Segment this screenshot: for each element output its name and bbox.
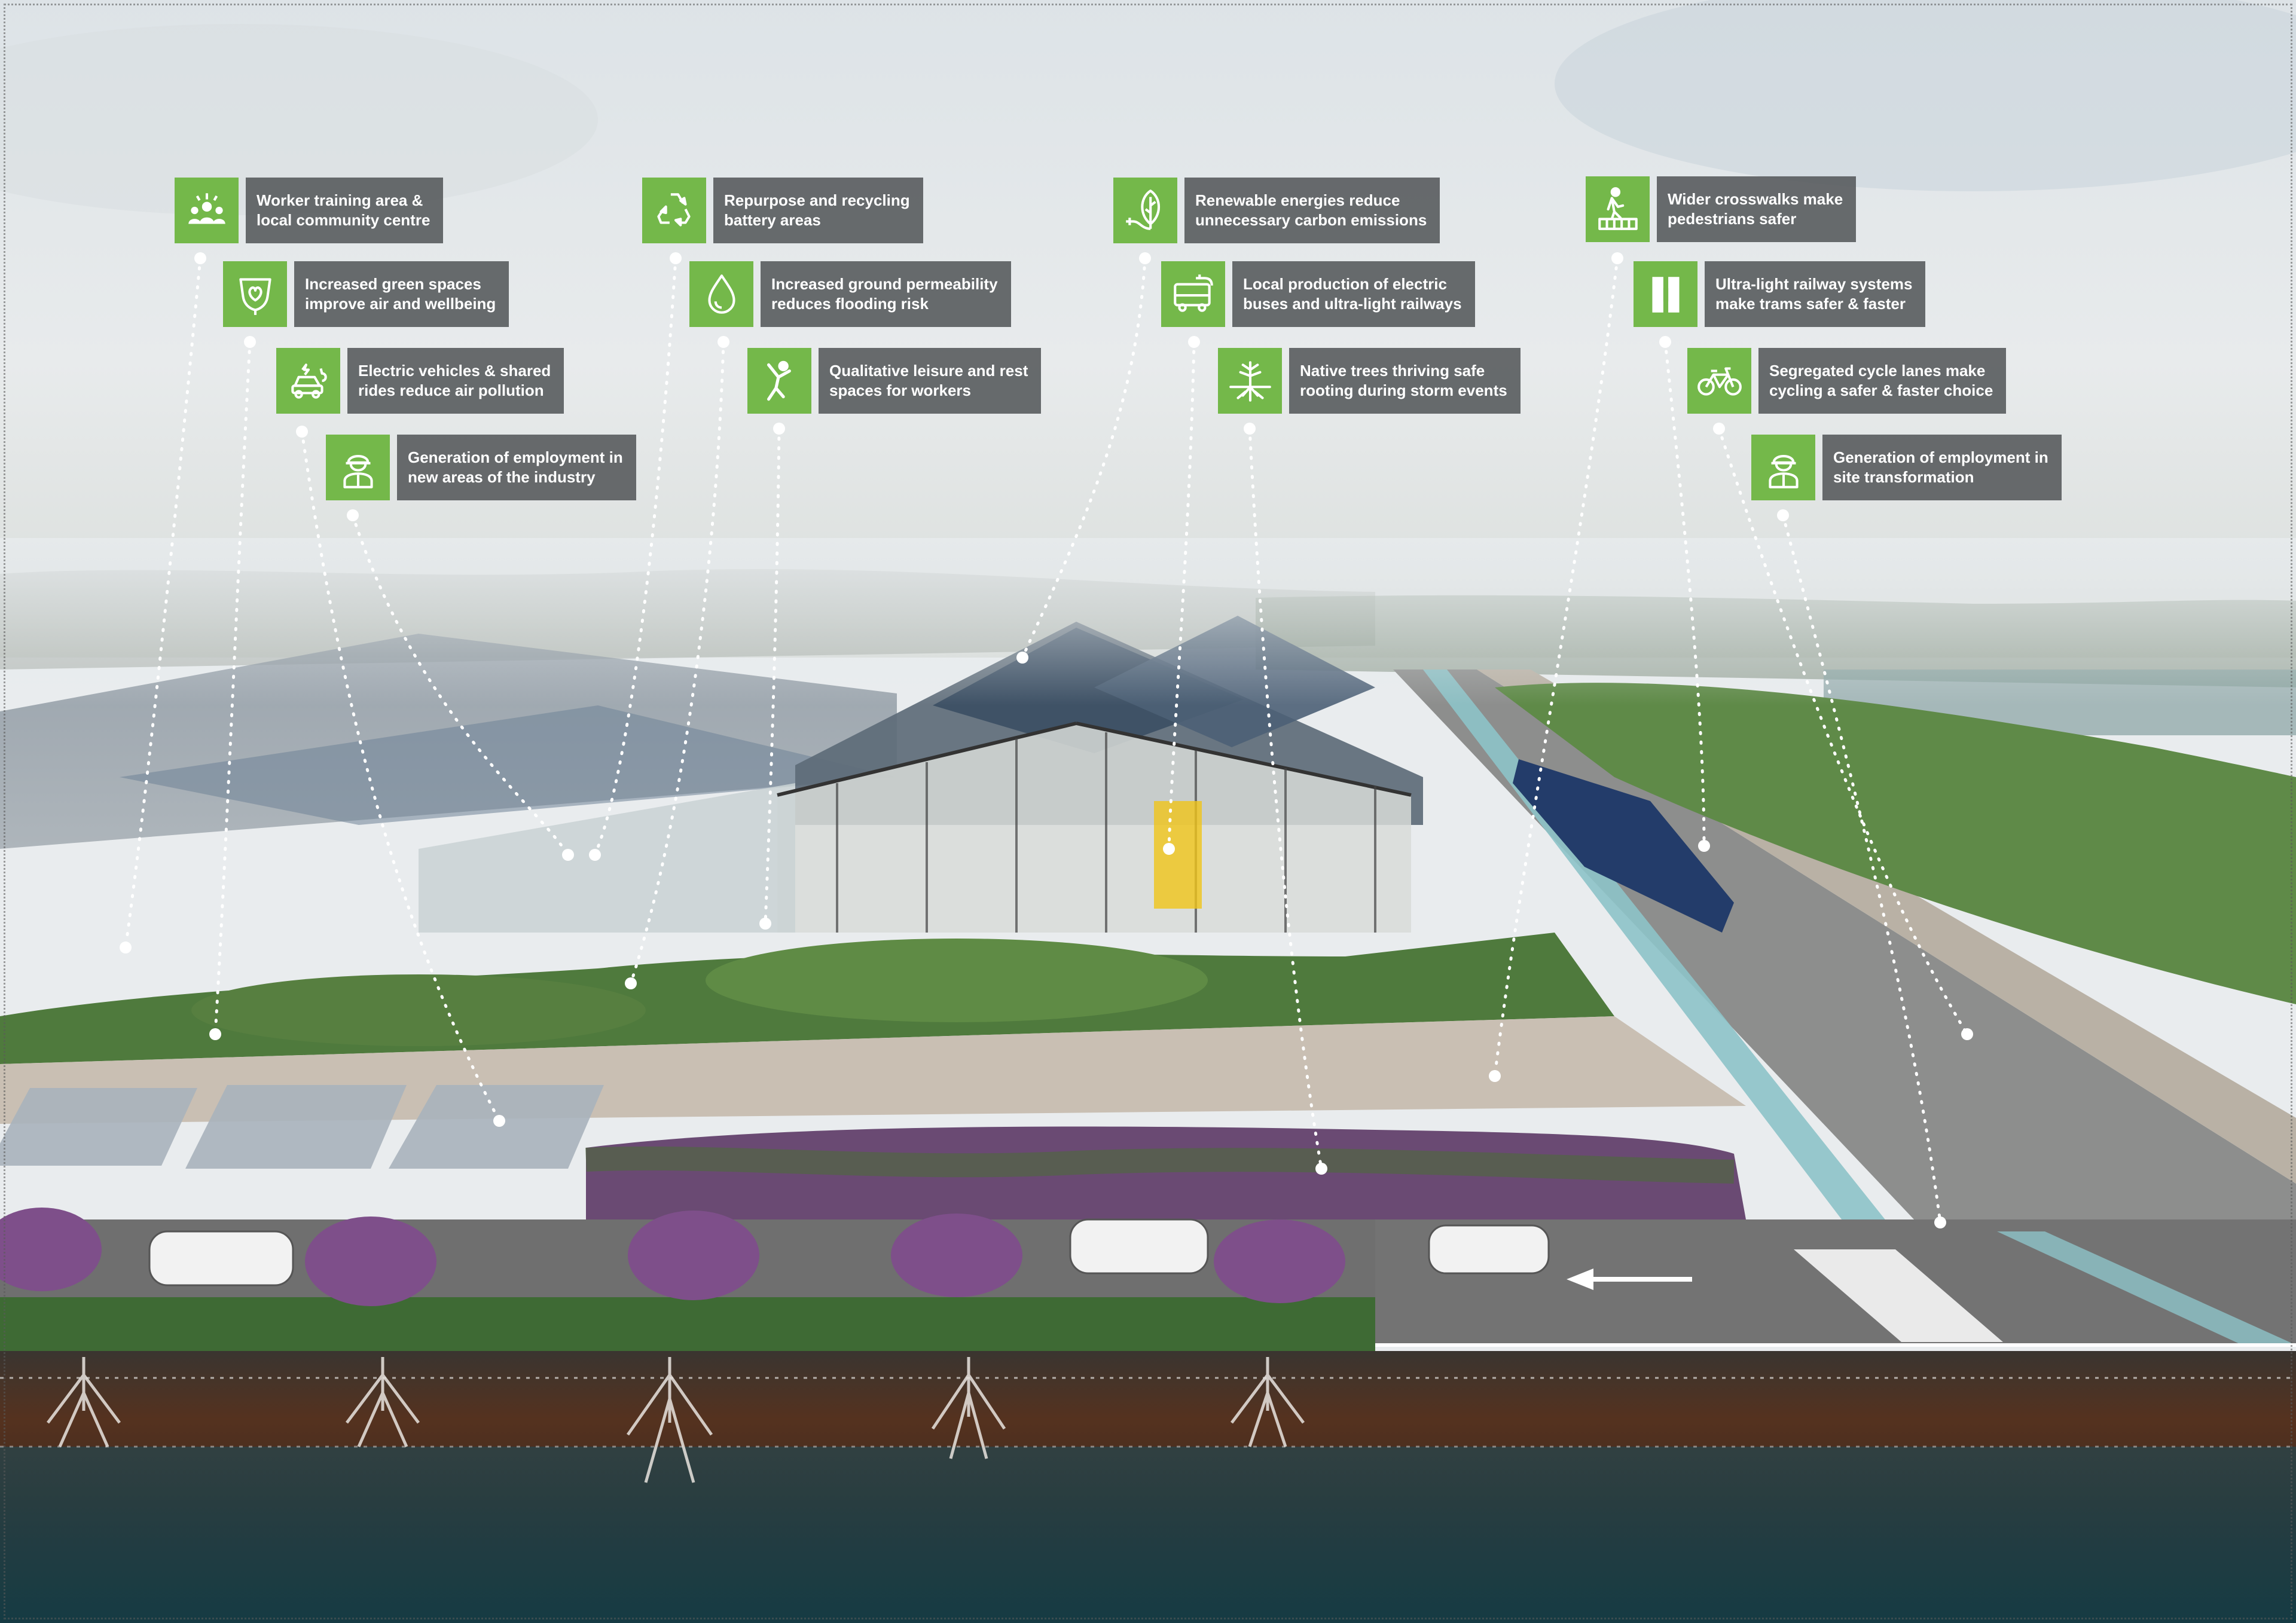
callout-label: Increased green spaces improve air and w… [294,261,509,327]
worker-icon [326,435,390,500]
callout-label: Segregated cycle lanes make cycling a sa… [1758,348,2007,414]
callout-cycle-lanes: Segregated cycle lanes make cycling a sa… [1687,348,2007,414]
leaf-plug-icon [1113,178,1177,243]
recycle-icon [642,178,706,243]
callout-label: Ultra-light railway systems make trams s… [1705,261,1926,327]
callout-ground-permeability: Increased ground permeability reduces fl… [689,261,1011,327]
worker-icon [1751,435,1815,500]
tree-roots-icon [1218,348,1282,414]
callout-label: Electric vehicles & shared rides reduce … [347,348,564,414]
callout-renewable-energy: Renewable energies reduce unnecessary ca… [1113,178,1440,243]
callout-label: Wider crosswalks make pedestrians safer [1657,176,1857,242]
community-icon [175,178,239,243]
callout-label: Generation of employment in site transfo… [1822,435,2062,500]
callout-recycling-battery: Repurpose and recycling battery areas [642,178,923,243]
electric-car-icon [276,348,340,414]
callout-label: Repurpose and recycling battery areas [713,178,923,243]
bicycle-icon [1687,348,1751,414]
callout-employment-site: Generation of employment in site transfo… [1751,435,2062,500]
leaf-heart-icon [223,261,287,327]
callout-light-railway: Ultra-light railway systems make trams s… [1634,261,1926,327]
callout-green-spaces: Increased green spaces improve air and w… [223,261,509,327]
callout-electric-vehicles: Electric vehicles & shared rides reduce … [276,348,564,414]
callout-employment-industry: Generation of employment in new areas of… [326,435,636,500]
electric-bus-icon [1161,261,1225,327]
callout-leisure-spaces: Qualitative leisure and rest spaces for … [747,348,1042,414]
callout-label: Generation of employment in new areas of… [397,435,636,500]
water-drop-icon [689,261,753,327]
callout-worker-training: Worker training area & local community c… [175,178,444,243]
tram-icon [1634,261,1697,327]
callout-label: Renewable energies reduce unnecessary ca… [1184,178,1440,243]
callout-label: Native trees thriving safe rooting durin… [1289,348,1521,414]
callout-native-trees: Native trees thriving safe rooting durin… [1218,348,1521,414]
callout-crosswalks: Wider crosswalks make pedestrians safer [1586,176,1857,242]
leisure-person-icon [747,348,811,414]
callout-label: Local production of electric buses and u… [1232,261,1475,327]
callout-label: Worker training area & local community c… [246,178,444,243]
pedestrian-crossing-icon [1586,176,1650,242]
callout-electric-buses: Local production of electric buses and u… [1161,261,1475,327]
callout-label: Qualitative leisure and rest spaces for … [819,348,1042,414]
callout-label: Increased ground permeability reduces fl… [761,261,1011,327]
